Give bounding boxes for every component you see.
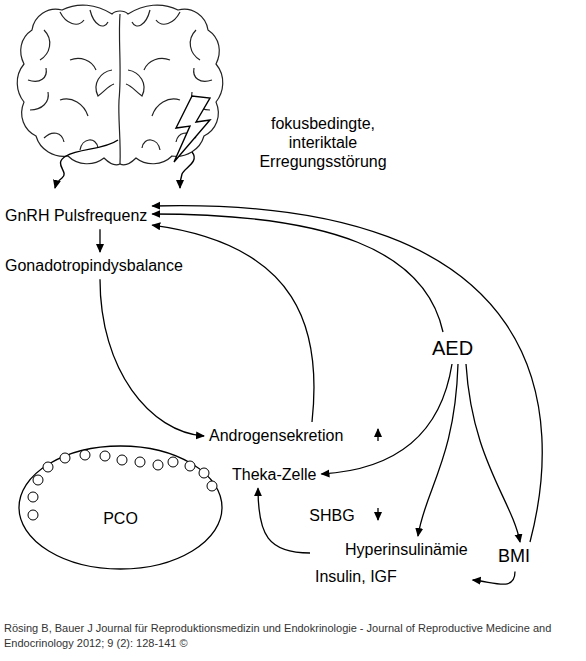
brain-outline xyxy=(17,5,223,165)
flow-arrow xyxy=(100,279,204,436)
ovary-outline xyxy=(18,445,223,570)
decrease-arrow xyxy=(377,508,378,520)
node-text: Theka-Zelle xyxy=(232,465,316,484)
cell-text: Theka-Zelle xyxy=(229,463,319,486)
process-text: HyperinsulinämieInsulin, IGF xyxy=(312,538,471,588)
node-text: GnRH Pulsfrequenz xyxy=(5,206,147,225)
process-text: GnRH Pulsfrequenz xyxy=(2,204,150,227)
node-text: Androgensekretion xyxy=(209,426,343,445)
node-text: Hyperinsulinämie xyxy=(345,540,468,559)
ovary-ellipse: PCO xyxy=(18,445,223,570)
hormone-label: SHBG xyxy=(308,506,356,525)
lightning-bolt xyxy=(174,96,210,162)
flow-arrow xyxy=(258,488,310,553)
seizure-signal-line xyxy=(180,152,194,188)
process-text: Gonadotropindysbalance xyxy=(2,254,186,277)
node-text: Insulin, IGF xyxy=(315,567,468,586)
brain-ventricles xyxy=(60,58,180,116)
brain-signal-line xyxy=(55,140,118,188)
node-text: PCO xyxy=(18,509,223,528)
brain-midline xyxy=(119,14,120,164)
factor-text: BMI xyxy=(495,544,533,570)
flow-arrow xyxy=(152,206,542,542)
flow-arrow xyxy=(473,572,515,585)
node-text: Gonadotropindysbalance xyxy=(5,256,183,275)
flow-arrow xyxy=(99,229,100,252)
source-caption: Rösing B, Bauer J Journal für Reprodukti… xyxy=(4,621,580,651)
flow-arrow xyxy=(466,364,520,542)
increase-arrow xyxy=(377,429,378,441)
flow-arrow xyxy=(321,364,452,474)
node-text: BMI xyxy=(498,546,530,568)
flow-arrow xyxy=(152,225,314,422)
brain-gyri xyxy=(28,10,212,150)
factor-text: AED xyxy=(429,334,476,362)
flow-arrow xyxy=(418,364,458,536)
annotation-note: fokusbedingte, interiktale Erregungsstör… xyxy=(248,114,398,172)
flow-arrow xyxy=(152,214,443,332)
node-text: AED xyxy=(432,336,473,360)
process-text: Androgensekretion xyxy=(206,424,346,447)
